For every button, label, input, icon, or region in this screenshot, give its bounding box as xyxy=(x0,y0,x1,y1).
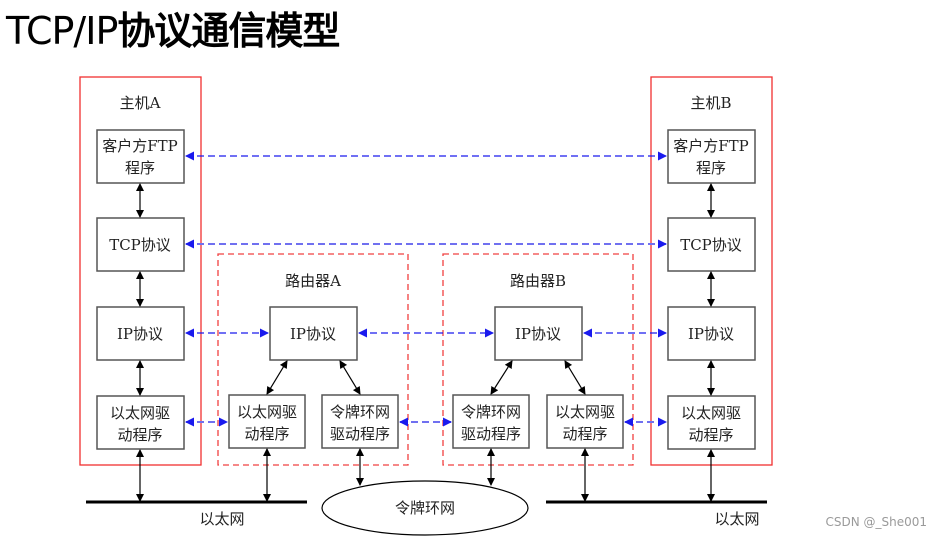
svg-text:令牌环网: 令牌环网 xyxy=(461,403,521,421)
host-a-label: 主机A xyxy=(120,94,161,112)
svg-text:驱动程序: 驱动程序 xyxy=(330,425,390,443)
svg-text:动程序: 动程序 xyxy=(562,425,607,443)
title-latin: TCP/IP xyxy=(6,9,118,53)
router-b-label: 路由器B xyxy=(510,272,566,290)
router-b-token-ring-driver: 令牌环网 驱动程序 xyxy=(452,394,530,449)
router-b-container xyxy=(442,253,634,466)
router-b-ip-layer: IP协议 xyxy=(494,306,583,361)
router-b-eth-driver: 以太网驱 动程序 xyxy=(546,394,624,449)
token-ring-network xyxy=(321,480,529,536)
host-b-app-layer: 客户方FTP 程序 xyxy=(667,129,756,184)
svg-text:客户方FTP: 客户方FTP xyxy=(102,137,178,155)
host-b-tcp-layer: TCP协议 xyxy=(667,217,756,272)
title-cjk: 协议通信模型 xyxy=(117,9,340,53)
svg-text:动程序: 动程序 xyxy=(688,426,733,444)
svg-text:驱动程序: 驱动程序 xyxy=(461,425,521,443)
vertical-stack-links xyxy=(136,183,715,502)
page-title: TCP/IP协议通信模型 xyxy=(6,8,340,54)
svg-text:TCP协议: TCP协议 xyxy=(680,236,742,254)
router-a-container xyxy=(217,253,409,466)
host-a-app-layer: 客户方FTP 程序 xyxy=(96,129,185,184)
host-a-eth-driver: 以太网驱 动程序 xyxy=(96,395,185,450)
router-a-ip-layer: IP协议 xyxy=(269,306,358,361)
router-a-label: 路由器A xyxy=(285,272,341,290)
svg-text:动程序: 动程序 xyxy=(244,425,289,443)
peer-links xyxy=(185,151,667,427)
svg-text:客户方FTP: 客户方FTP xyxy=(673,137,749,155)
svg-text:IP协议: IP协议 xyxy=(515,325,561,343)
svg-text:以太网驱: 以太网驱 xyxy=(237,403,297,421)
svg-text:以太网驱: 以太网驱 xyxy=(555,403,615,421)
svg-text:令牌环网: 令牌环网 xyxy=(330,403,390,421)
host-a-ip-layer: IP协议 xyxy=(96,306,185,361)
host-b-label: 主机B xyxy=(690,94,731,112)
ethernet-right-label: 以太网 xyxy=(714,510,759,528)
svg-text:TCP协议: TCP协议 xyxy=(109,236,171,254)
host-b-eth-driver: 以太网驱 动程序 xyxy=(667,395,756,450)
ethernet-left-label: 以太网 xyxy=(199,510,244,528)
router-a-token-ring-driver: 令牌环网 驱动程序 xyxy=(321,394,399,449)
watermark: CSDN @_She001 xyxy=(825,515,927,529)
svg-text:以太网驱: 以太网驱 xyxy=(110,404,170,422)
svg-text:以太网驱: 以太网驱 xyxy=(681,404,741,422)
svg-text:程序: 程序 xyxy=(696,159,726,177)
svg-text:IP协议: IP协议 xyxy=(688,325,734,343)
host-a-tcp-layer: TCP协议 xyxy=(96,217,185,272)
svg-text:IP协议: IP协议 xyxy=(290,325,336,343)
svg-text:IP协议: IP协议 xyxy=(117,325,163,343)
router-a-eth-driver: 以太网驱 动程序 xyxy=(228,394,306,449)
svg-text:动程序: 动程序 xyxy=(117,426,162,444)
host-b-ip-layer: IP协议 xyxy=(667,306,756,361)
token-ring-label: 令牌环网 xyxy=(395,499,455,517)
svg-text:程序: 程序 xyxy=(125,159,155,177)
